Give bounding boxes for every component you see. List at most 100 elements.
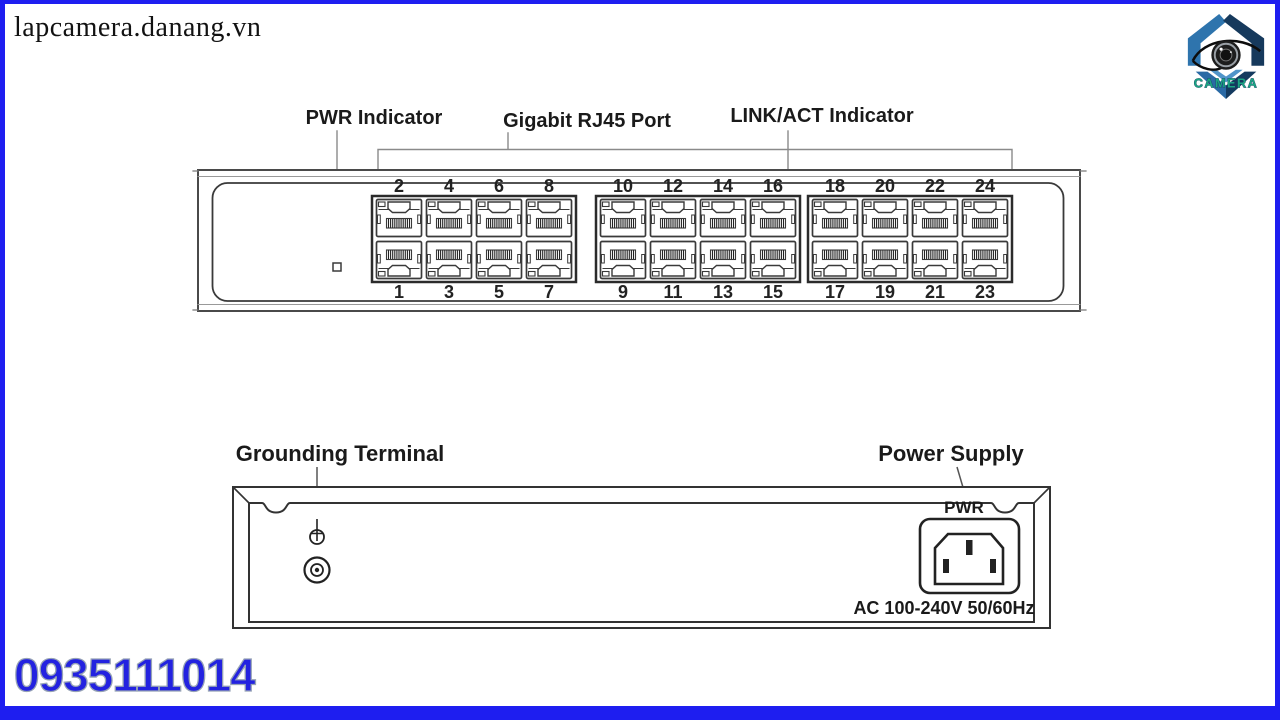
port-number: 13 xyxy=(713,282,733,302)
rear-faceplate xyxy=(248,502,1035,623)
port-number: 5 xyxy=(494,282,504,302)
rj45-port xyxy=(599,240,647,280)
port-led xyxy=(751,201,760,208)
port-led xyxy=(651,201,660,208)
rj45-port xyxy=(699,198,747,238)
port-led xyxy=(863,201,872,208)
port-led xyxy=(751,270,760,277)
rj45-port xyxy=(599,198,647,238)
page-border-top xyxy=(0,0,1280,4)
rj45-port xyxy=(649,198,697,238)
brand-text: lapcamera.danang.vn xyxy=(14,12,262,43)
rj45-port xyxy=(475,198,523,238)
port-led xyxy=(427,270,436,277)
rj45-port xyxy=(749,240,797,280)
rj45-port xyxy=(525,240,573,280)
port-number: 22 xyxy=(925,176,945,196)
front-label-pwr-indicator: PWR Indicator xyxy=(306,107,443,129)
port-led xyxy=(701,201,710,208)
rj45-port xyxy=(749,198,797,238)
page-border-right xyxy=(1275,0,1280,720)
port-number: 17 xyxy=(825,282,845,302)
camera-eye-logo: CAMERA xyxy=(1187,13,1265,100)
rj45-port xyxy=(375,198,423,238)
port-group-box xyxy=(594,194,802,284)
port-number: 12 xyxy=(663,176,683,196)
rj45-port xyxy=(961,240,1009,280)
port-number: 15 xyxy=(763,282,783,302)
port-led xyxy=(527,270,536,277)
rj45-port xyxy=(649,240,697,280)
port-number: 7 xyxy=(544,282,554,302)
port-led xyxy=(813,270,822,277)
port-number: 10 xyxy=(613,176,633,196)
rj45-bracket-line xyxy=(377,132,1013,196)
port-led xyxy=(377,201,386,208)
port-group-box xyxy=(370,194,578,284)
port-led xyxy=(427,201,436,208)
port-number: 23 xyxy=(975,282,995,302)
pwr-led xyxy=(332,262,342,272)
port-led xyxy=(601,270,610,277)
rj45-port xyxy=(699,240,747,280)
front-chassis-edge-lines xyxy=(197,176,1081,305)
rj45-port xyxy=(475,240,523,280)
rear-label-grounding-terminal: Grounding Terminal xyxy=(236,441,445,466)
port-number: 24 xyxy=(975,176,995,196)
rj45-port xyxy=(861,198,909,238)
port-number: 2 xyxy=(394,176,404,196)
front-label-linkact-indicator: LINK/ACT Indicator xyxy=(730,105,914,127)
port-led xyxy=(477,201,486,208)
port-led xyxy=(601,201,610,208)
power-inlet-icon xyxy=(918,517,1021,595)
ac-rating-label: AC 100-240V 50/60Hz xyxy=(853,598,1034,618)
eye-icon xyxy=(1191,39,1262,71)
port-number: 16 xyxy=(763,176,783,196)
front-panel-view: PWR Indicator Gigabit RJ45 Port LINK/ACT… xyxy=(192,105,1087,312)
port-led xyxy=(963,201,972,208)
port-led xyxy=(651,270,660,277)
port-led xyxy=(913,201,922,208)
port-number: 6 xyxy=(494,176,504,196)
port-led xyxy=(963,270,972,277)
logo-text: CAMERA xyxy=(1194,75,1259,90)
rj45-port xyxy=(861,240,909,280)
logo-right-segment xyxy=(1223,13,1265,66)
port-number: 11 xyxy=(663,282,682,302)
logo-bottom-left-segment xyxy=(1195,71,1226,100)
front-label-gigabit-rj45-port: Gigabit RJ45 Port xyxy=(503,110,671,132)
port-led xyxy=(527,201,536,208)
port-group-box xyxy=(806,194,1014,284)
rear-panel-view: Grounding Terminal Power Supply PWR A xyxy=(232,441,1051,629)
rj45-port xyxy=(961,198,1009,238)
port-number: 1 xyxy=(394,282,404,302)
rj45-port xyxy=(525,198,573,238)
grounding-screw xyxy=(303,556,331,584)
port-led xyxy=(913,270,922,277)
page-border-left xyxy=(0,0,5,720)
port-number: 18 xyxy=(825,176,845,196)
logo-bottom-inner-chevron xyxy=(1209,69,1243,83)
port-led xyxy=(863,270,872,277)
port-number: 3 xyxy=(444,282,454,302)
port-led xyxy=(377,270,386,277)
pwr-inlet-label: PWR xyxy=(944,498,984,517)
rj45-port xyxy=(911,240,959,280)
rear-chassis-bevels xyxy=(232,486,1051,504)
port-number: 14 xyxy=(713,176,733,196)
rj45-port xyxy=(811,240,859,280)
port-number: 4 xyxy=(444,176,454,196)
front-chassis-corner-ticks xyxy=(192,170,1087,311)
port-number: 20 xyxy=(875,176,895,196)
port-led xyxy=(813,201,822,208)
phone-number: 0935111014 xyxy=(13,648,256,701)
rj45-port xyxy=(375,240,423,280)
page-border-bottom xyxy=(0,706,1280,720)
rj45-port xyxy=(911,198,959,238)
port-number: 19 xyxy=(875,282,895,302)
port-led xyxy=(477,270,486,277)
rj45-port xyxy=(425,240,473,280)
port-led xyxy=(701,270,710,277)
